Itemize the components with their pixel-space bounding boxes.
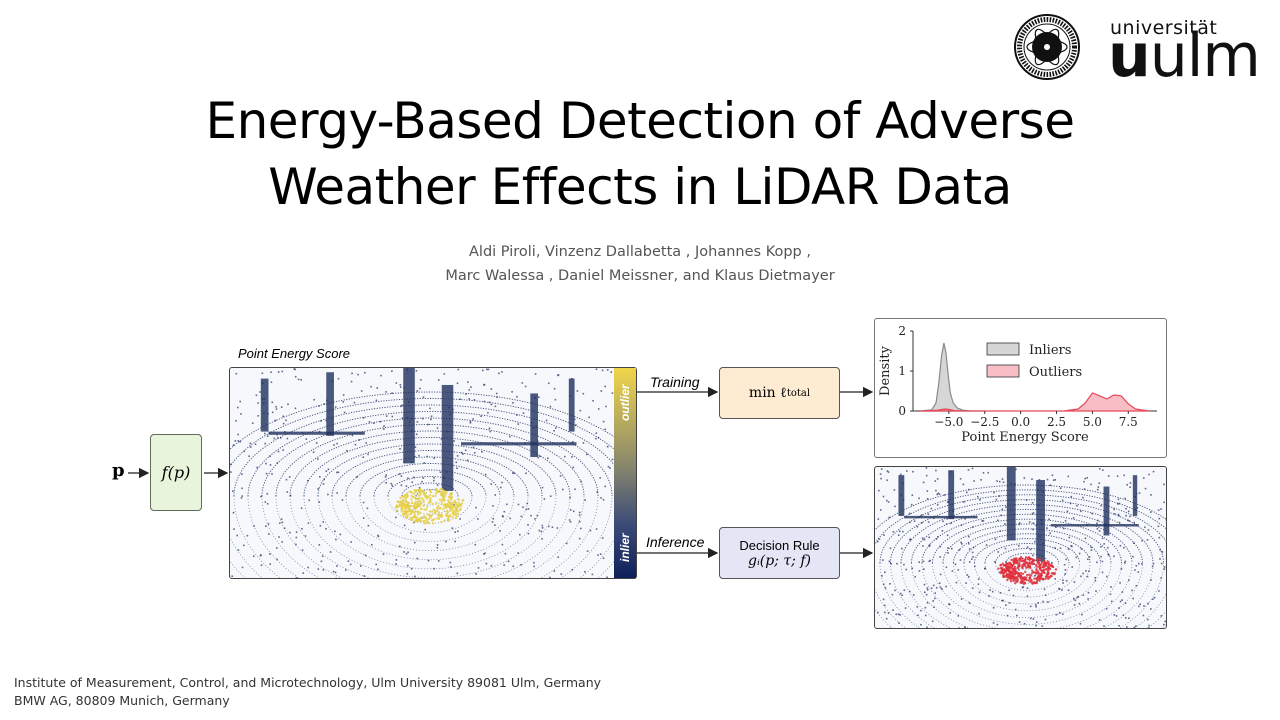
x-tick-label: 2.5 xyxy=(1047,415,1066,429)
legend-label-outliers: Outliers xyxy=(1029,365,1082,380)
legend-label-inliers: Inliers xyxy=(1029,343,1071,358)
university-logo-text: uulm xyxy=(1108,26,1261,86)
point-cloud-visual xyxy=(230,368,636,578)
x-tick-label: −5.0 xyxy=(934,415,963,429)
logo-bold-u: u xyxy=(1108,21,1151,91)
series-area-inliers xyxy=(920,342,985,412)
inference-label: Inference xyxy=(646,534,705,550)
x-tick-label: 5.0 xyxy=(1083,415,1102,429)
university-name-small: universität xyxy=(1110,17,1218,39)
authors-line-2: Marc Walessa , Daniel Meissner, and Klau… xyxy=(445,268,835,284)
title-line-1: Energy-Based Detection of Adverse xyxy=(205,92,1075,150)
x-tick-label: −2.5 xyxy=(970,415,999,429)
loss-subscript: total xyxy=(786,387,811,399)
point-energy-cloud-image xyxy=(229,367,637,579)
legend-swatch-outliers xyxy=(986,364,1020,378)
decision-rule-box: Decision Rule gᵢ(p; τ; f) xyxy=(719,527,840,579)
series-area-outliers xyxy=(920,392,1150,412)
loss-formula: min ℓ xyxy=(748,384,787,401)
affiliations: Institute of Measurement, Control, and M… xyxy=(14,674,601,710)
training-label: Training xyxy=(650,374,700,390)
colorbar-outlier-label: outlier xyxy=(618,384,632,422)
x-tick-label: 0.0 xyxy=(1011,415,1030,429)
decision-rule-formula: gᵢ(p; τ; f) xyxy=(748,552,811,569)
y-tick-label: 0 xyxy=(898,404,906,418)
energy-colorbar xyxy=(614,368,636,578)
authors-line-1: Aldi Piroli, Vinzenz Dallabetta , Johann… xyxy=(469,244,811,260)
x-tick-label: 7.5 xyxy=(1119,415,1138,429)
colorbar-inlier-label: inlier xyxy=(618,533,632,563)
x-axis-label: Point Energy Score xyxy=(961,430,1089,445)
title-line-2: Weather Effects in LiDAR Data xyxy=(268,158,1012,216)
legend-swatch-inliers xyxy=(986,342,1020,356)
detection-output-cloud-image xyxy=(874,466,1167,629)
point-energy-score-label: Point Energy Score xyxy=(238,346,351,361)
energy-function-box: f(p) xyxy=(150,434,202,511)
logo-ulm: ulm xyxy=(1149,21,1261,91)
y-tick-label: 1 xyxy=(898,364,906,378)
y-axis-label: Density xyxy=(878,345,893,396)
university-seal-logo xyxy=(1014,14,1080,80)
affiliation-line-1: Institute of Measurement, Control, and M… xyxy=(14,675,602,690)
affiliation-line-2: BMW AG, 80809 Munich, Germany xyxy=(14,693,230,708)
output-cloud-visual xyxy=(875,467,1166,628)
paper-title: Energy-Based Detection of Adverse Weathe… xyxy=(0,88,1280,220)
input-point-label: p xyxy=(112,460,125,481)
decision-rule-title: Decision Rule xyxy=(739,537,820,553)
author-list: Aldi Piroli, Vinzenz Dallabetta , Johann… xyxy=(0,240,1280,288)
y-tick-label: 2 xyxy=(898,324,906,338)
